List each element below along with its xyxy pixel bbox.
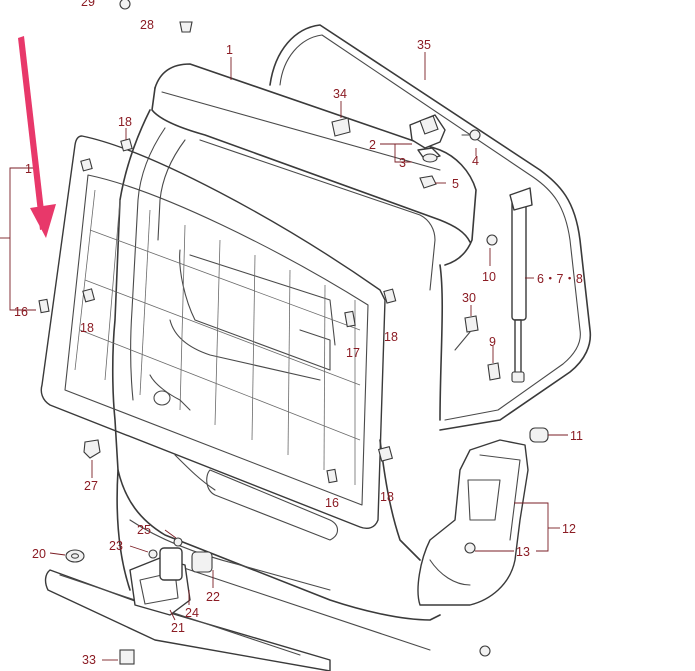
tailgate-panel — [111, 63, 477, 651]
rear-glass — [40, 135, 386, 529]
callout-1-top: 1 — [226, 43, 233, 57]
latch-assembly — [129, 547, 213, 616]
callout-18-top: 18 — [118, 115, 132, 129]
weatherstrip-seal — [269, 24, 592, 431]
callout-12: 12 — [562, 522, 576, 536]
callout-30: 30 — [462, 291, 476, 305]
callout-33: 33 — [82, 653, 96, 667]
callout-11: 11 — [570, 429, 583, 443]
side-trim — [417, 439, 529, 606]
leader-lines — [0, 52, 568, 661]
gas-strut — [509, 187, 533, 383]
callout-25: 25 — [137, 523, 151, 537]
callout-labels: 29 28 1 35 34 18 2 3 4 5 1 10 6・7・8 30 1… — [14, 0, 583, 667]
fasteners — [38, 0, 549, 665]
callout-10: 10 — [482, 270, 496, 284]
callout-21: 21 — [171, 621, 185, 635]
callout-29: 29 — [81, 0, 95, 9]
callout-16-bottom: 16 — [325, 496, 339, 510]
callout-34: 34 — [333, 87, 347, 101]
callout-18-right: 18 — [384, 330, 398, 344]
lower-garnish — [44, 569, 331, 671]
callout-9: 9 — [489, 335, 496, 349]
callout-13: 13 — [516, 545, 530, 559]
callout-27: 27 — [84, 479, 98, 493]
callout-1-left: 1 — [25, 162, 32, 176]
callout-18-left: 18 — [80, 321, 94, 335]
callout-24: 24 — [185, 606, 199, 620]
callout-2: 2 — [369, 138, 376, 152]
callout-23: 23 — [109, 539, 123, 553]
callout-3: 3 — [399, 156, 406, 170]
callout-5: 5 — [452, 177, 459, 191]
callout-17: 17 — [346, 346, 360, 360]
callout-18-bottom: 18 — [380, 490, 394, 504]
annotation-arrow — [18, 36, 56, 238]
callout-35: 35 — [417, 38, 431, 52]
callout-16-left: 16 — [14, 305, 28, 319]
callout-28: 28 — [140, 18, 154, 32]
callout-4: 4 — [472, 154, 479, 168]
hinge — [409, 114, 446, 161]
callout-20: 20 — [32, 547, 46, 561]
callout-22: 22 — [206, 590, 220, 604]
callout-6-7-8: 6・7・8 — [537, 272, 583, 286]
